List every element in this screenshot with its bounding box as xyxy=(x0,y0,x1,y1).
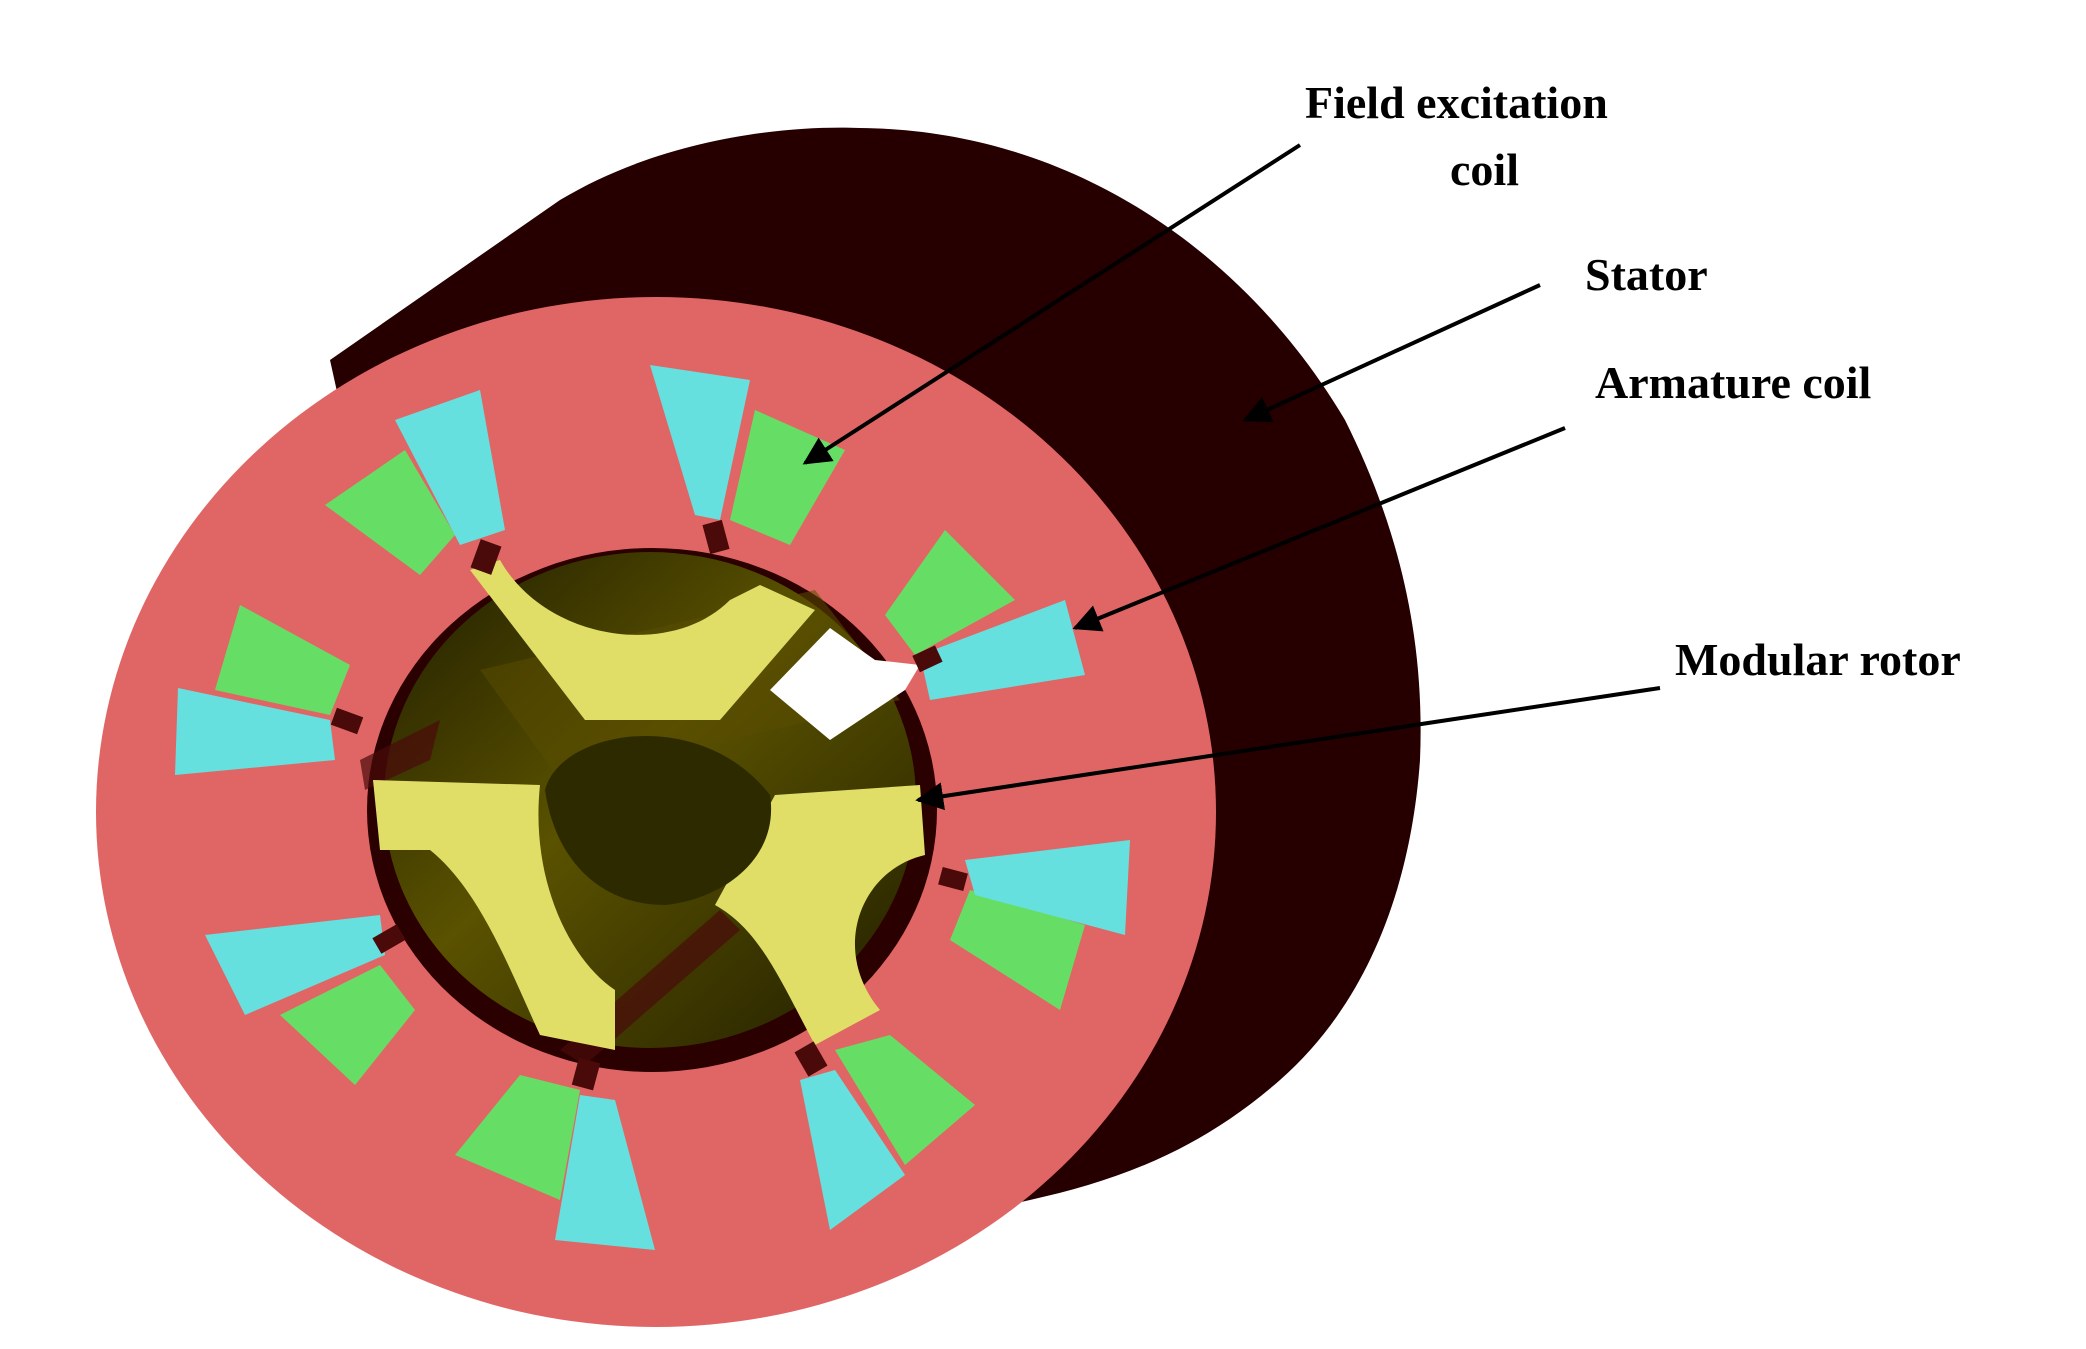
slot-openings xyxy=(330,519,968,1091)
armature-coil-leader xyxy=(1072,426,1566,632)
field-coil-right-upper xyxy=(885,530,1015,655)
armature-coil-bottom-right xyxy=(800,1070,905,1230)
field-coil-bottom-left xyxy=(455,1075,580,1200)
label-field-coil-line1: Field excitation xyxy=(1305,77,1608,128)
field-coil-bottom-right xyxy=(835,1035,975,1165)
label-modular-rotor: Modular rotor xyxy=(1675,634,1961,685)
armature-coil-left-lower xyxy=(205,915,385,1015)
armature-coil-bottom-left xyxy=(555,1095,655,1250)
modular-rotor-leader xyxy=(915,686,1661,811)
label-stator: Stator xyxy=(1585,249,1708,300)
armature-coil-top-left xyxy=(395,390,505,545)
armature-coil-top-right xyxy=(650,365,750,520)
rotor-highlight xyxy=(770,628,920,740)
label-field-coil-line2: coil xyxy=(1450,144,1519,195)
armature-coil-left-upper xyxy=(175,688,335,775)
stator-leader xyxy=(1242,283,1541,423)
armature-coil-right-lower xyxy=(965,840,1130,935)
rotor-depth-strip xyxy=(360,720,440,790)
field-coil-top-left xyxy=(325,450,455,575)
field-coil-left-lower xyxy=(280,965,415,1085)
rotor-core-center xyxy=(545,736,772,905)
label-armature-coil: Armature coil xyxy=(1595,357,1871,408)
field-coil-right-lower xyxy=(950,890,1085,1010)
rotor-segment-right xyxy=(715,785,925,1045)
field-coil-leader xyxy=(802,143,1302,465)
rotor-segment-top xyxy=(470,560,815,720)
armature-coil-right-upper xyxy=(920,600,1085,700)
rotor-segment-left xyxy=(373,780,615,1050)
field-coil-left-upper xyxy=(215,605,350,715)
